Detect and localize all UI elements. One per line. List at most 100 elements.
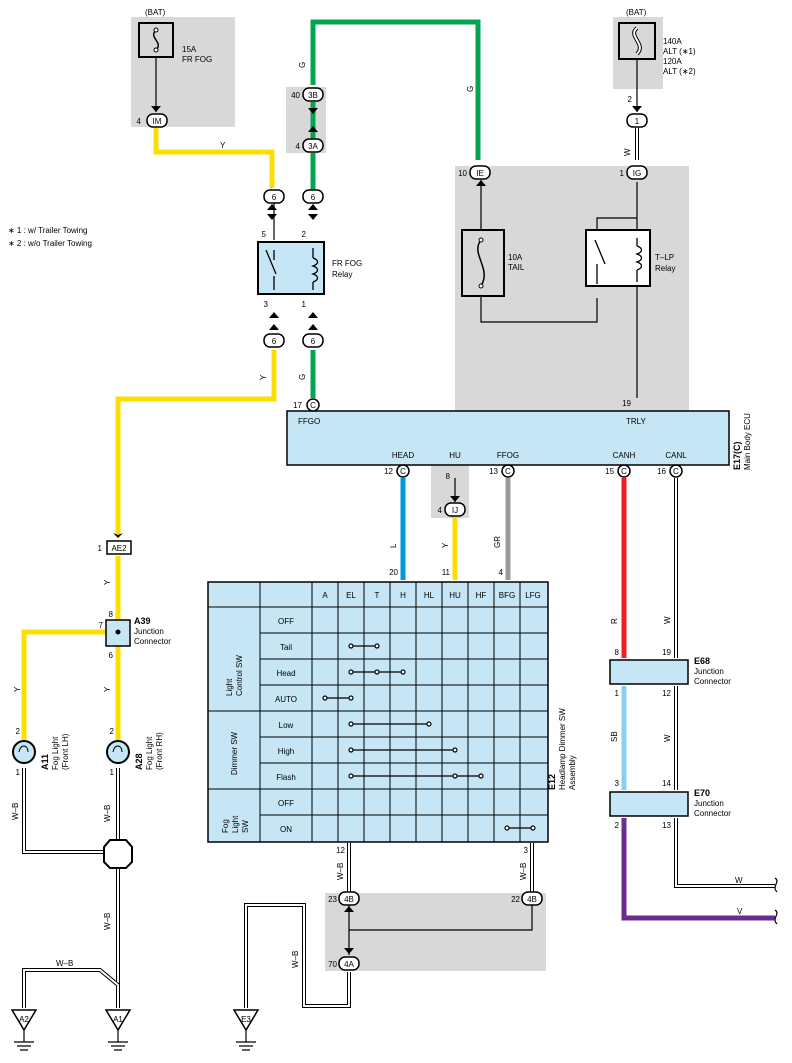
a39-label-2: Connector <box>134 637 171 646</box>
pin-relay-2: 2 <box>302 230 307 239</box>
conn-1: 1 <box>635 117 640 126</box>
conn-6-c: 6 <box>272 337 277 346</box>
wire-label-wb-3: W–B <box>103 913 112 930</box>
wire-break-w <box>774 877 778 893</box>
pin-e70-13: 13 <box>662 821 671 830</box>
fuse-frfog-amp: 15A <box>182 45 197 54</box>
conn-4b-left-pin: 23 <box>328 895 337 904</box>
pin-sw-20: 20 <box>389 568 398 577</box>
relay-t-lp <box>585 229 651 287</box>
pin-fog-rh-1: 1 <box>110 768 115 777</box>
ecu-code: E17(C) <box>732 441 742 470</box>
wire-label-wb-1: W–B <box>11 803 20 820</box>
group-fog-1: Fog <box>221 819 230 833</box>
wire-g-3b-up <box>310 19 481 160</box>
wire-label-w-3: W <box>663 734 672 742</box>
fuse-tail <box>461 229 505 297</box>
e70-code: E70 <box>694 788 710 798</box>
fuse-frfog-name: FR FOG <box>182 55 212 64</box>
connector-4b-4a-area <box>325 893 546 971</box>
ground-a2: A2 <box>19 1015 29 1024</box>
a11-label-1: Fog Light <box>51 736 60 770</box>
pin-relay-1: 1 <box>302 300 307 309</box>
conn-ij-pin: 4 <box>438 506 443 515</box>
wire-label-wb-7: W–B <box>291 951 300 968</box>
conn-ig: IG <box>633 169 641 178</box>
switch-row-label: OFF <box>278 617 294 626</box>
relay-tlp-name2: Relay <box>655 264 675 273</box>
wire-label-wb-2: W–B <box>103 805 112 822</box>
wire-label-y-2: Y <box>259 374 268 380</box>
ecu-head: HEAD <box>392 451 414 460</box>
conn-3a-pin: 4 <box>296 142 301 151</box>
main-body-ecu-shade <box>455 166 689 412</box>
pin-e68-1: 1 <box>615 689 620 698</box>
group-light-1: Light <box>225 678 234 696</box>
ecu-ffog: FFOG <box>497 451 519 460</box>
legend-note-2: ∗ 2 : w/o Trailer Towing <box>8 239 92 248</box>
wire-label-w-2: W <box>663 616 672 624</box>
ground-a1-icon <box>104 1009 132 1051</box>
wire-label-gr: GR <box>493 536 502 548</box>
conn-4b-right: 4B <box>527 895 537 904</box>
ecu-hu: HU <box>449 451 461 460</box>
pin-sw-4: 4 <box>499 568 504 577</box>
wire-break-v <box>774 909 778 925</box>
a11-label-2: (Front LH) <box>61 733 70 770</box>
wire-label-wb-6: W–B <box>519 863 528 880</box>
ground-a1: A1 <box>113 1015 123 1024</box>
switch-col-header: A <box>322 591 328 600</box>
switch-row-label: Head <box>276 669 295 678</box>
conn-ie-pin: 10 <box>458 169 467 178</box>
wire-label-g-1: G <box>298 62 307 68</box>
alt-line-1: 140A <box>663 37 682 46</box>
group-fog-3: SW <box>241 820 250 833</box>
pin-e70-3: 3 <box>615 779 620 788</box>
conn-3b-pin: 40 <box>291 91 300 100</box>
switch-row-label: AUTO <box>275 695 297 704</box>
a28-label-1: Fog Light <box>145 736 154 770</box>
switch-col-header: HU <box>449 591 461 600</box>
wire-v <box>621 818 775 921</box>
relay-frfog-name1: FR FOG <box>332 259 362 268</box>
fuse-fr-fog <box>138 22 174 58</box>
wire-label-y-4: Y <box>13 686 22 692</box>
wire-label-wb-5: W–B <box>336 863 345 880</box>
switch-code: E12 <box>547 774 557 790</box>
group-light-2: Control SW <box>235 655 244 696</box>
conn-c-16: C <box>673 467 679 476</box>
ecu-name: Main Body ECU <box>743 413 752 470</box>
a28-label-2: (Front RH) <box>155 732 164 770</box>
connector-arrows <box>113 106 642 954</box>
pin-sw-12: 12 <box>336 846 345 855</box>
alt-line-3: 120A <box>663 57 682 66</box>
ground-e3-icon <box>232 1009 260 1051</box>
legend-note-1: ∗ 1 : w/ Trailer Towing <box>8 226 87 235</box>
a28-code: A28 <box>134 753 144 770</box>
wire-label-r: R <box>610 618 619 624</box>
switch-row-label: OFF <box>278 799 294 808</box>
switch-row-label: ON <box>280 825 292 834</box>
bat-fuse-area-left <box>131 17 235 127</box>
wire-label-v: V <box>737 907 743 916</box>
wire-y-fuse-to-relay <box>153 128 275 188</box>
wire-label-y-6: Y <box>441 542 450 548</box>
conn-3b: 3B <box>308 91 318 100</box>
switch-row-label: Tail <box>280 643 292 652</box>
pin-e70-14: 14 <box>662 779 671 788</box>
pin-a39-6: 6 <box>109 651 114 660</box>
conn-4b-left: 4B <box>344 895 354 904</box>
wire-label-g-2: G <box>466 86 475 92</box>
relay-frfog-name2: Relay <box>332 270 352 279</box>
conn-4a-pin: 70 <box>328 960 337 969</box>
pin-ecu-12: 12 <box>384 467 393 476</box>
switch-col-header: HF <box>476 591 487 600</box>
switch-row-label: Low <box>279 721 294 730</box>
pin-a39-8: 8 <box>109 610 114 619</box>
pin-fog-lh-2: 2 <box>16 727 21 736</box>
wire-y-relay-to-ae2 <box>115 350 277 535</box>
conn-6-b: 6 <box>311 193 316 202</box>
pin-e68-12: 12 <box>662 689 671 698</box>
group-fog-2: Light <box>231 815 240 833</box>
wire-label-y-1: Y <box>220 141 226 150</box>
